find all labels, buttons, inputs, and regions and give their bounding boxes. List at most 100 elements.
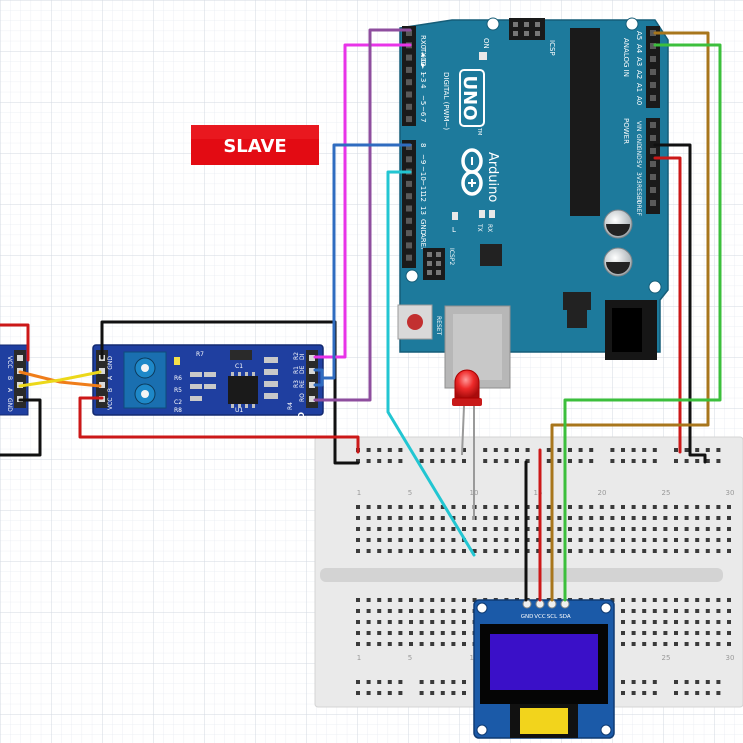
breadboard-hole (472, 538, 477, 542)
svg-text:5: 5 (408, 489, 412, 497)
analog-header-pins (650, 30, 656, 101)
analog-pin-labels: A5 A4 A3 A2 A1 A0 ANALOG IN (622, 31, 643, 105)
breadboard-hole (430, 516, 435, 520)
breadboard-hole (674, 448, 678, 452)
breadboard-hole (493, 459, 498, 463)
breadboard-hole (451, 598, 456, 602)
digital-pin (406, 79, 412, 86)
svg-text:25: 25 (662, 489, 671, 497)
breadboard-hole (419, 505, 424, 509)
breadboard-hole (366, 538, 371, 542)
breadboard-hole (356, 505, 360, 509)
breadboard-hole (525, 527, 530, 531)
svg-text:B: B (107, 388, 114, 392)
breadboard-hole (631, 516, 636, 520)
breadboard-hole (451, 609, 456, 613)
breadboard-hole (440, 598, 445, 602)
breadboard-hole (356, 620, 360, 624)
breadboard-hole (610, 459, 615, 463)
breadboard-hole (356, 609, 360, 613)
breadboard-hole (387, 642, 392, 646)
breadboard-hole (483, 549, 488, 553)
breadboard-hole (409, 598, 413, 602)
breadboard-hole (578, 549, 583, 553)
breadboard-hole (663, 549, 668, 553)
breadboard-hole (430, 631, 435, 635)
reset-button[interactable] (397, 304, 433, 340)
svg-text:DIGITAL (PWM~): DIGITAL (PWM~) (442, 72, 450, 130)
svg-text:A3: A3 (635, 57, 643, 66)
digital-pin (406, 116, 412, 123)
power-pin (650, 174, 656, 180)
breadboard-hole (652, 448, 657, 452)
breadboard-hole (652, 691, 657, 695)
breadboard-hole (430, 609, 435, 613)
breadboard-hole (695, 549, 700, 553)
mount-hole-icon (486, 17, 500, 31)
breadboard-hole (451, 691, 456, 695)
breadboard-hole (705, 527, 710, 531)
wire-cyan-led (386, 170, 476, 557)
power-pin (650, 187, 656, 193)
digital-pin (406, 254, 412, 261)
voltage-regulator (563, 292, 591, 310)
breadboard-hole (409, 642, 413, 646)
breadboard-hole (440, 549, 445, 553)
analog-pin (650, 69, 656, 75)
breadboard-hole (705, 598, 710, 602)
breadboard-hole (663, 527, 668, 531)
breadboard-hole (525, 538, 530, 542)
digital-pin (406, 217, 412, 224)
breadboard-hole (716, 538, 721, 542)
breadboard-hole (409, 549, 413, 553)
breadboard-hole (398, 691, 403, 695)
breadboard-hole (462, 459, 466, 463)
breadboard-hole (684, 609, 689, 613)
svg-text:15: 15 (534, 489, 543, 497)
breadboard-hole (684, 516, 689, 520)
breadboard-hole (621, 549, 625, 553)
breadboard-hole (642, 459, 647, 463)
breadboard-hole (695, 598, 700, 602)
breadboard-hole (674, 527, 678, 531)
breadboard-hole (377, 448, 382, 452)
breadboard-hole (610, 516, 615, 520)
breadboard-hole (430, 448, 435, 452)
breadboard-hole (387, 516, 392, 520)
breadboard-center-channel (320, 568, 723, 582)
svg-text:R2: R2 (293, 352, 300, 360)
breadboard-hole (610, 505, 615, 509)
svg-text:~11: ~11 (419, 180, 427, 195)
breadboard-hole (366, 448, 371, 452)
breadboard-hole (568, 505, 572, 509)
digital-pin (406, 156, 412, 163)
power-pin (650, 148, 656, 154)
breadboard-hole (705, 631, 710, 635)
breadboard-hole (409, 505, 413, 509)
breadboard-hole (652, 642, 657, 646)
breadboard-hole (578, 538, 583, 542)
breadboard-hole (621, 631, 625, 635)
breadboard-hole (631, 538, 636, 542)
breadboard-hole (387, 549, 392, 553)
breadboard-hole (462, 642, 466, 646)
digital-pin (406, 30, 412, 36)
breadboard-hole (546, 459, 551, 463)
digital-pin (406, 193, 412, 200)
breadboard-hole (589, 538, 594, 542)
breadboard-hole (430, 642, 435, 646)
breadboard-hole (705, 516, 710, 520)
breadboard-hole (419, 549, 424, 553)
breadboard-hole (483, 505, 488, 509)
breadboard-hole (695, 642, 700, 646)
breadboard-hole (419, 642, 424, 646)
breadboard-hole (705, 505, 710, 509)
breadboard-hole (652, 505, 657, 509)
svg-text:13: 13 (419, 206, 427, 215)
svg-text:A5: A5 (635, 31, 643, 40)
breadboard-hole (695, 459, 700, 463)
breadboard-hole (419, 691, 424, 695)
breadboard-hole (695, 609, 700, 613)
breadboard-hole (674, 516, 678, 520)
reset-button-cap-icon (407, 314, 423, 330)
